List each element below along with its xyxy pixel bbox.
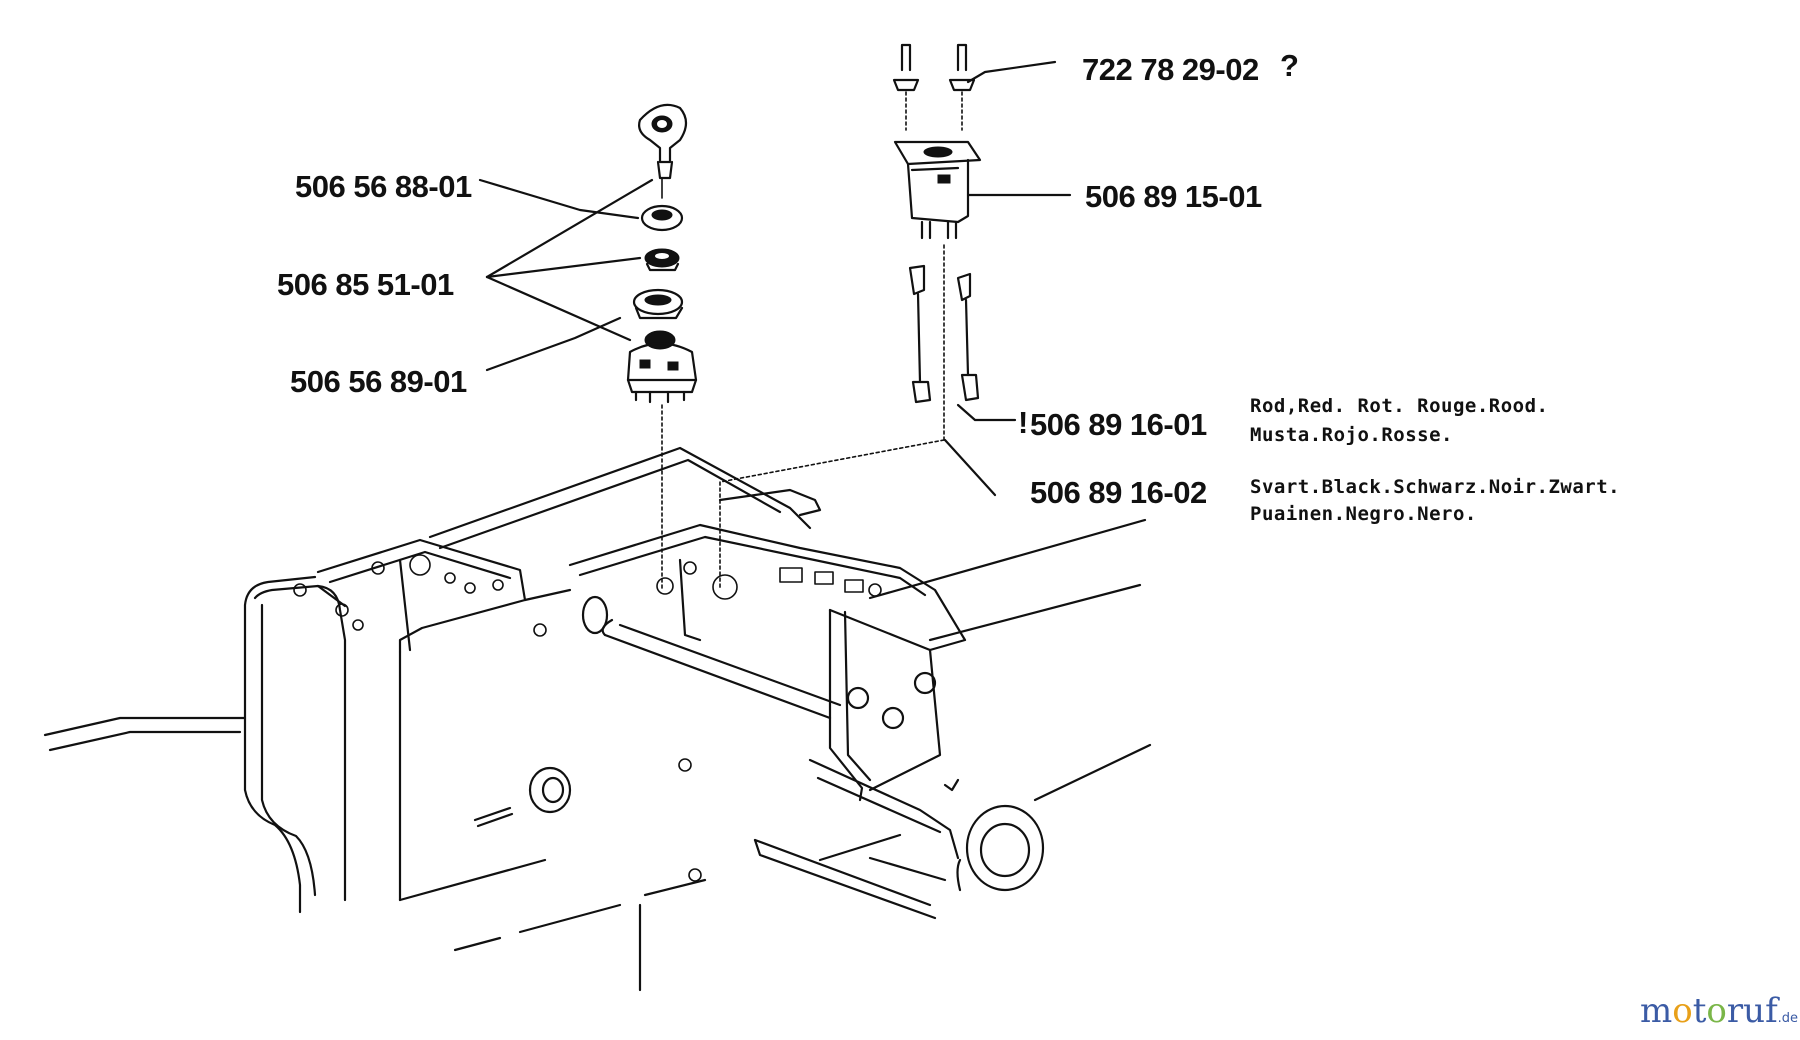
chassis-drawing	[43, 446, 1152, 992]
watermark-letter: o	[1672, 991, 1692, 1031]
watermark-letter: u	[1743, 991, 1765, 1031]
wire-red	[956, 272, 980, 402]
note-red-line-1: Rod,Red. Rot. Rouge.Rood.	[1250, 395, 1548, 417]
connector-assembly	[719, 43, 982, 591]
bezel-part	[632, 288, 684, 320]
part-label-connector: 506 89 15-01	[1085, 179, 1262, 214]
washer-part	[644, 248, 680, 272]
leader-lines	[478, 60, 1072, 497]
screw-right	[948, 43, 976, 131]
watermark-letter: o	[1706, 991, 1726, 1031]
part-label-red-wire: 506 89 16-01	[1030, 407, 1207, 442]
part-label-washer: 506 85 51-01	[277, 267, 454, 302]
note-black-line-2: Puainen.Negro.Nero.	[1250, 503, 1477, 525]
ignition-switch	[626, 330, 698, 404]
nut-part	[640, 204, 684, 232]
watermark-letter: f	[1765, 991, 1780, 1031]
part-label-switch: 506 56 89-01	[290, 364, 467, 399]
watermark-letter: m	[1640, 991, 1672, 1031]
watermark-letter: r	[1727, 991, 1744, 1031]
part-label-red-wire-prefix: !	[1018, 405, 1028, 440]
part-label-black-wire: 506 89 16-02	[1030, 475, 1207, 510]
part-label-screw: 722 78 29-02	[1082, 52, 1259, 87]
ignition-key	[638, 103, 688, 180]
watermark-logo: motoruf.de	[1640, 991, 1798, 1031]
note-red-line-2: Musta.Rojo.Rosse.	[1250, 424, 1453, 446]
part-label-screw-mark: ?	[1280, 48, 1298, 83]
part-label-nut: 506 56 88-01	[295, 169, 472, 204]
ignition-assembly	[626, 103, 698, 591]
connector-body	[893, 140, 982, 240]
watermark-suffix: .de	[1778, 1011, 1798, 1026]
watermark-letter: t	[1693, 991, 1707, 1031]
wire-black	[719, 244, 945, 591]
note-black-line-1: Svart.Black.Schwarz.Noir.Zwart.	[1250, 476, 1620, 498]
screw-left	[892, 43, 920, 131]
